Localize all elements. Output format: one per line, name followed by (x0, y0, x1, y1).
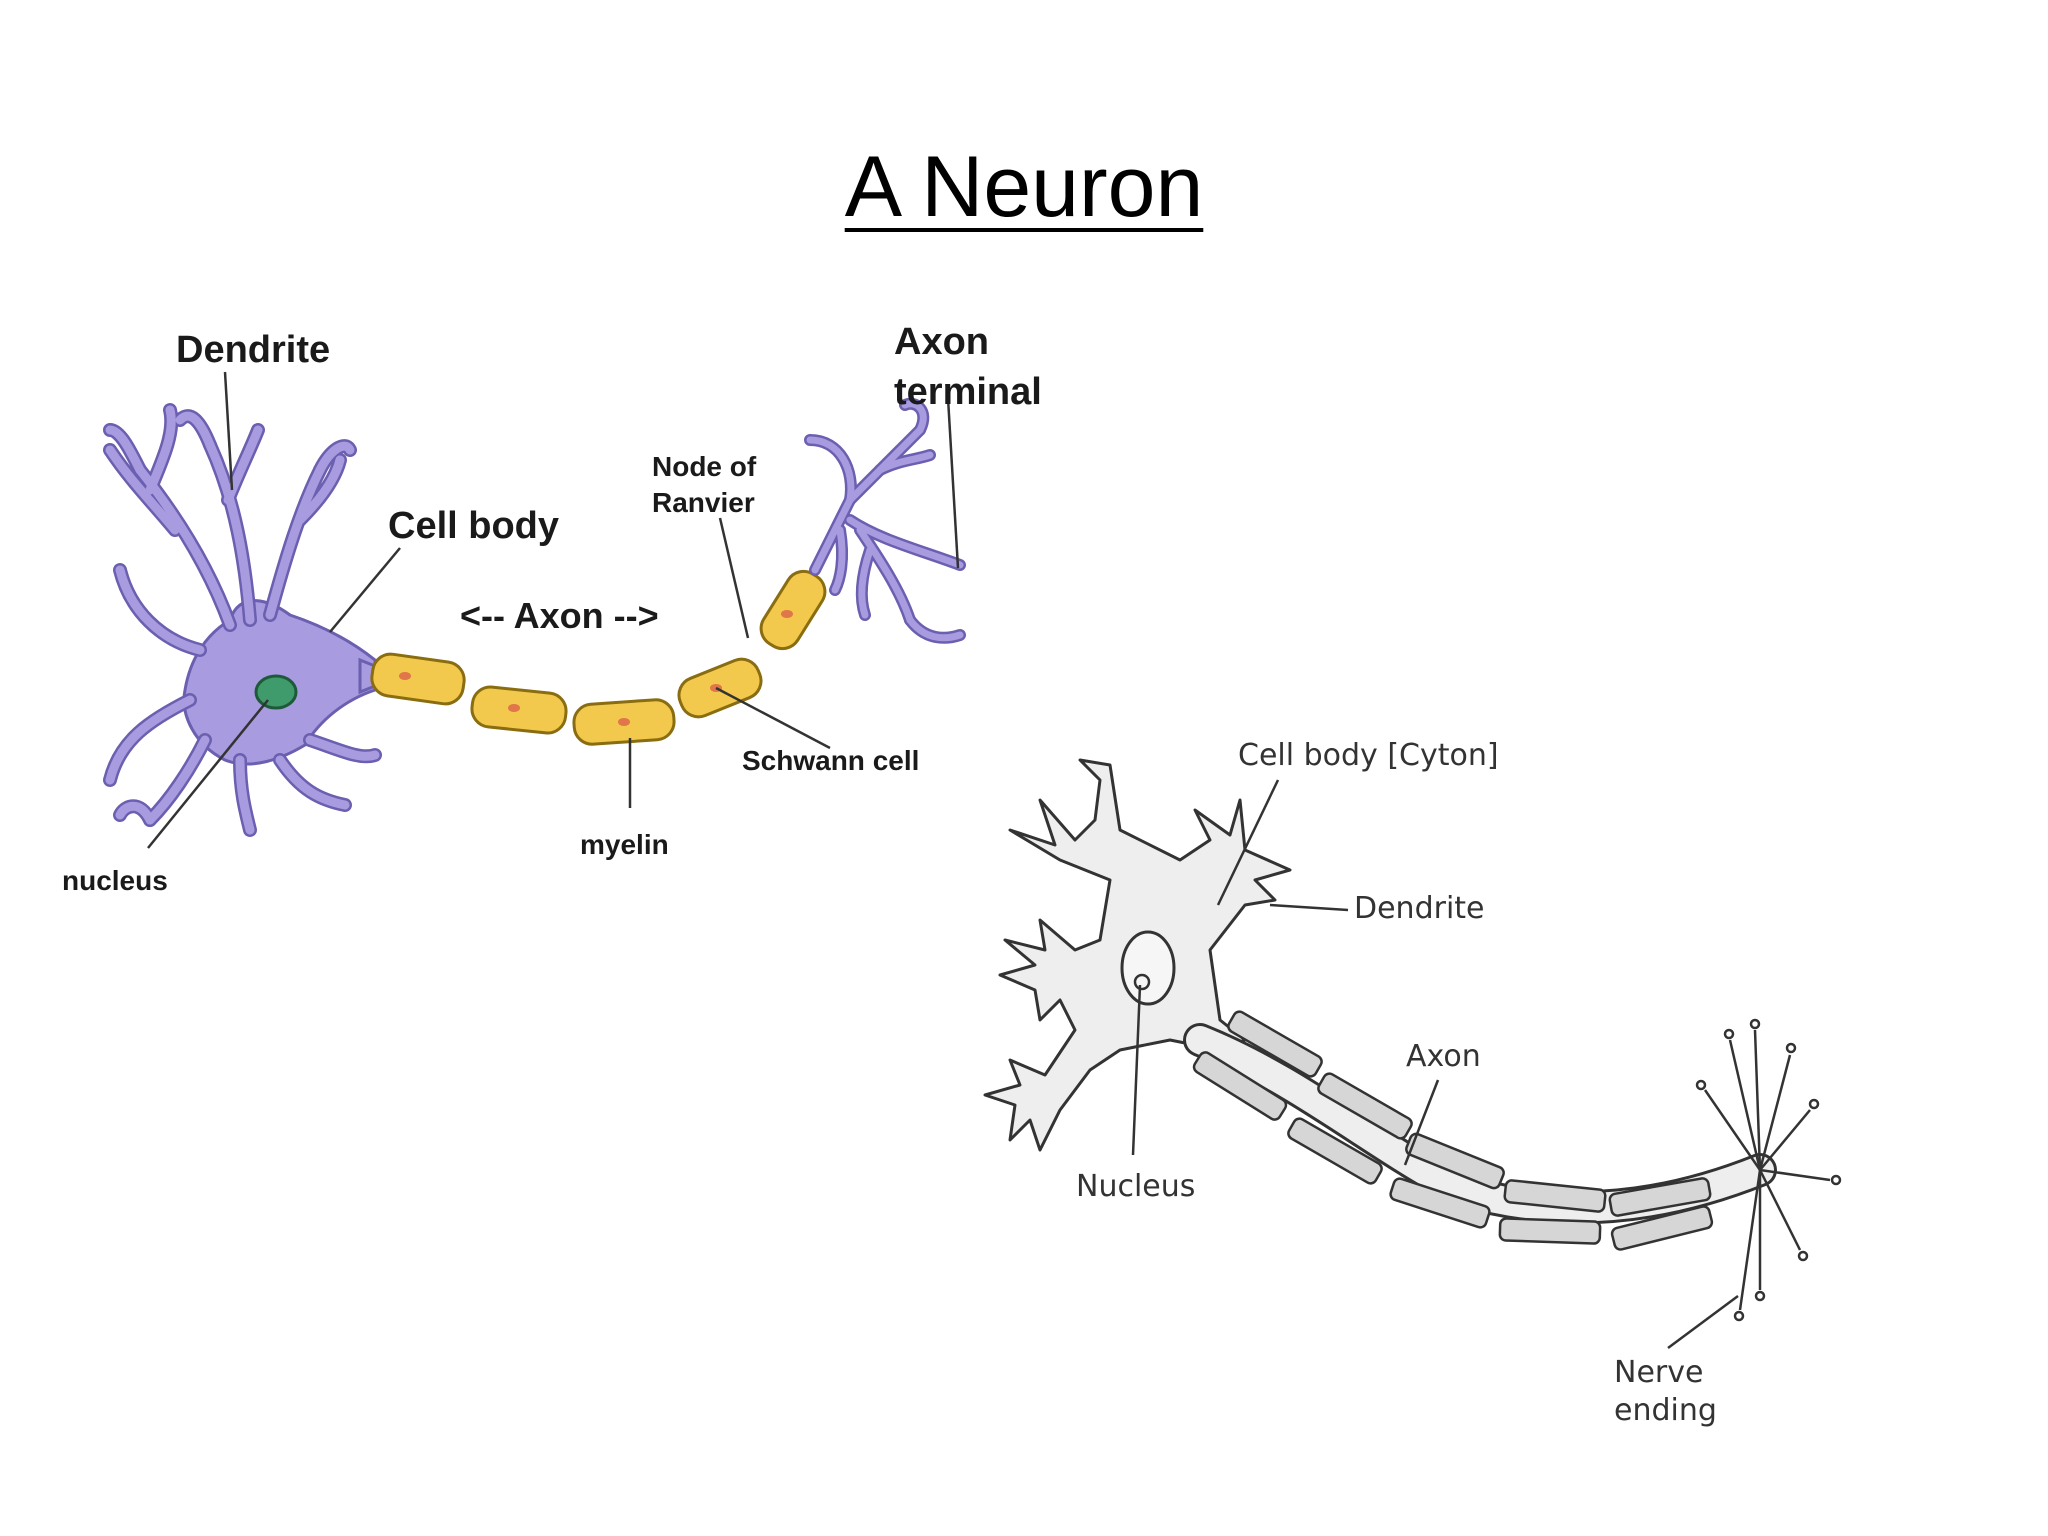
label-terminal-line1: Axon (894, 321, 989, 363)
axon-terminal-branches-fill (806, 400, 964, 642)
label-node-line2: Ranvier (652, 487, 755, 518)
label-nerve-line1: Nerve (1614, 1355, 1703, 1390)
label-axon-2: Axon (1406, 1039, 1481, 1074)
label-cyton: Cell body [Cyton] (1238, 738, 1499, 773)
nerve-ending-branches (1695, 1018, 1842, 1322)
label-nucleus-2: Nucleus (1076, 1169, 1195, 1204)
label-cell-body: Cell body (388, 505, 559, 547)
label-dendrite-2: Dendrite (1354, 891, 1485, 926)
leader-node-ranvier (718, 517, 750, 639)
myelin-sheath-segments (1192, 1010, 1714, 1251)
leader-nerve-ending (1667, 1294, 1739, 1350)
nucleus-shape-2 (1120, 930, 1176, 1006)
label-dendrite: Dendrite (176, 329, 330, 371)
label-node-line1: Node of (652, 451, 757, 482)
label-axon-arrow: <-- Axon --> (460, 595, 659, 636)
leader-cyton (1216, 779, 1280, 906)
nucleus-shape (254, 674, 298, 710)
leader-axon-2 (1403, 1079, 1440, 1166)
leader-cell-body (329, 547, 401, 633)
myelin-sheath (370, 569, 827, 746)
leader-dendrite (223, 371, 234, 491)
nucleolus (1133, 973, 1151, 991)
leader-nucleus (147, 699, 269, 849)
label-nucleus: nucleus (62, 865, 168, 896)
slide-title: A Neuron (0, 138, 2048, 237)
leader-schwann (715, 686, 831, 750)
title-text: A Neuron (844, 139, 1204, 235)
label-terminal-line2: terminal (894, 371, 1042, 413)
label-nerve-line2: ending (1614, 1393, 1717, 1428)
dendrite-branches-fill (105, 405, 380, 835)
leader-axon-terminal (946, 397, 960, 569)
leader-nucleus-2 (1131, 984, 1142, 1156)
label-schwann: Schwann cell (742, 745, 919, 776)
label-myelin: myelin (580, 829, 669, 860)
leader-dendrite-2 (1269, 903, 1349, 912)
